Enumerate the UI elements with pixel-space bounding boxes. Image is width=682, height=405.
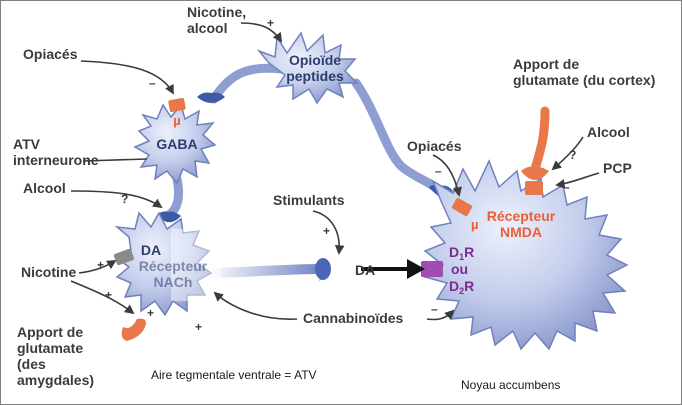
pcp-nmda-arrow — [555, 172, 600, 189]
apport-left-label-3: (des — [17, 356, 46, 372]
d1r-label: D1R — [449, 244, 474, 262]
apport-left-label-4: amygdales) — [17, 372, 94, 388]
mu-label-gaba: µ — [173, 113, 181, 128]
opiaces-nac-arrow — [432, 154, 463, 197]
d1r-d: D — [449, 244, 459, 260]
opioide-label-1: Opioïde — [289, 52, 341, 68]
minus-sign-opiaces-right: – — [435, 164, 442, 178]
da-arrow-label: DA — [355, 262, 375, 278]
recepteur-nmda-label-2: NMDA — [500, 224, 542, 240]
apport-left-label-1: Apport de — [17, 324, 83, 340]
ou-label: ou — [451, 261, 468, 277]
nicotine-alcool-label-2: alcool — [187, 20, 227, 36]
interneurone-label: interneurone — [13, 152, 99, 168]
pcp-label: PCP — [603, 160, 632, 176]
da-neuron — [113, 211, 213, 317]
cortex-glutamate-axon — [530, 106, 550, 174]
apport-right-label-2: glutamate (du cortex) — [513, 72, 655, 88]
da-terminal-bulb — [315, 258, 331, 280]
mu-receptor-nac — [451, 198, 473, 216]
nmda-receptor — [525, 181, 543, 195]
aire-caption: Aire tegmentale ventrale = ATV — [151, 368, 317, 382]
opiaces-right-label: Opiacés — [407, 138, 462, 154]
plus-sign-nicotine-2: + — [105, 288, 112, 302]
nac-neuron — [423, 159, 629, 351]
cannabinoides-nac-arrow — [426, 309, 455, 321]
recepteur-nach-label-1: Récepteur — [139, 258, 208, 274]
alcool-da-arrow — [70, 190, 163, 209]
nicotine-alcool-label-1: Nicotine, — [187, 4, 246, 20]
gaba-to-da-axon — [164, 174, 184, 220]
minus-sign-cannabinoides: – — [431, 302, 438, 316]
atv-interneurone-line — [82, 158, 148, 162]
cannabinoides-label: Cannabinoïdes — [303, 310, 404, 326]
opioid-peptide-neuron — [256, 31, 359, 105]
plus-sign-stimulants: + — [323, 224, 330, 238]
recepteur-nach-label-2: NACh — [154, 274, 193, 290]
da-axon — [201, 264, 328, 278]
opioid-to-nac-axon — [351, 78, 446, 198]
gaba-label: GABA — [156, 136, 197, 152]
minus-sign-pcp: – — [563, 180, 570, 194]
nicotine-alcool-arrow — [240, 22, 283, 43]
nicotine-glutamate-arrow — [70, 280, 135, 315]
plus-sign-nicotine-1: + — [97, 258, 104, 272]
atv-label: ATV — [13, 136, 41, 152]
alcool-nmda-arrow — [551, 136, 584, 171]
plus-sign-nicotine-top: + — [267, 16, 274, 30]
d2r-label: D2R — [449, 278, 474, 296]
da-cell-label: DA — [141, 242, 161, 258]
opiaces-gaba-arrow — [80, 60, 174, 95]
opiaces-top-label: Opiacés — [23, 46, 78, 62]
d1-d2-receptor — [421, 261, 443, 277]
d1r-r: R — [464, 244, 474, 260]
stimulants-label: Stimulants — [273, 192, 345, 208]
cortex-glutamate-terminal — [521, 166, 549, 180]
d2r-r: R — [464, 278, 474, 294]
noyau-caption: Noyau accumbens — [461, 378, 560, 392]
apport-left-label-2: glutamate — [17, 340, 83, 356]
minus-sign-opiaces-top: – — [149, 76, 156, 90]
amygdala-glutamate-terminal — [121, 318, 146, 341]
opioid-to-gaba-axon — [209, 63, 286, 104]
recepteur-nmda-label-1: Récepteur — [487, 208, 556, 224]
cannabinoides-da-arrow — [213, 291, 298, 320]
d1r-sub: 1 — [459, 252, 464, 262]
nicotine-label: Nicotine — [21, 264, 76, 280]
opioide-label-2: peptides — [286, 68, 344, 84]
mu-label-nac: µ — [471, 217, 479, 232]
plus-sign-cannabinoides-left: + — [195, 320, 202, 334]
stimulants-arrow — [312, 210, 345, 255]
d2r-sub: 2 — [459, 286, 464, 296]
opioid-terminal-on-gaba — [197, 92, 225, 103]
da-release-arrowhead — [407, 259, 425, 279]
alcool-left-label: Alcool — [23, 180, 66, 196]
question-alcool-left: ? — [121, 192, 128, 206]
nach-receptor — [114, 248, 134, 266]
d2r-d: D — [449, 278, 459, 294]
plus-sign-glutamate-left: + — [147, 306, 154, 320]
nicotine-receptor-arrow — [78, 260, 117, 274]
question-alcool-right: ? — [569, 148, 576, 162]
apport-right-label-1: Apport de — [513, 56, 579, 72]
alcool-right-label: Alcool — [587, 124, 630, 140]
da-fade-overlay — [171, 229, 221, 301]
mu-receptor-gaba — [168, 98, 186, 112]
